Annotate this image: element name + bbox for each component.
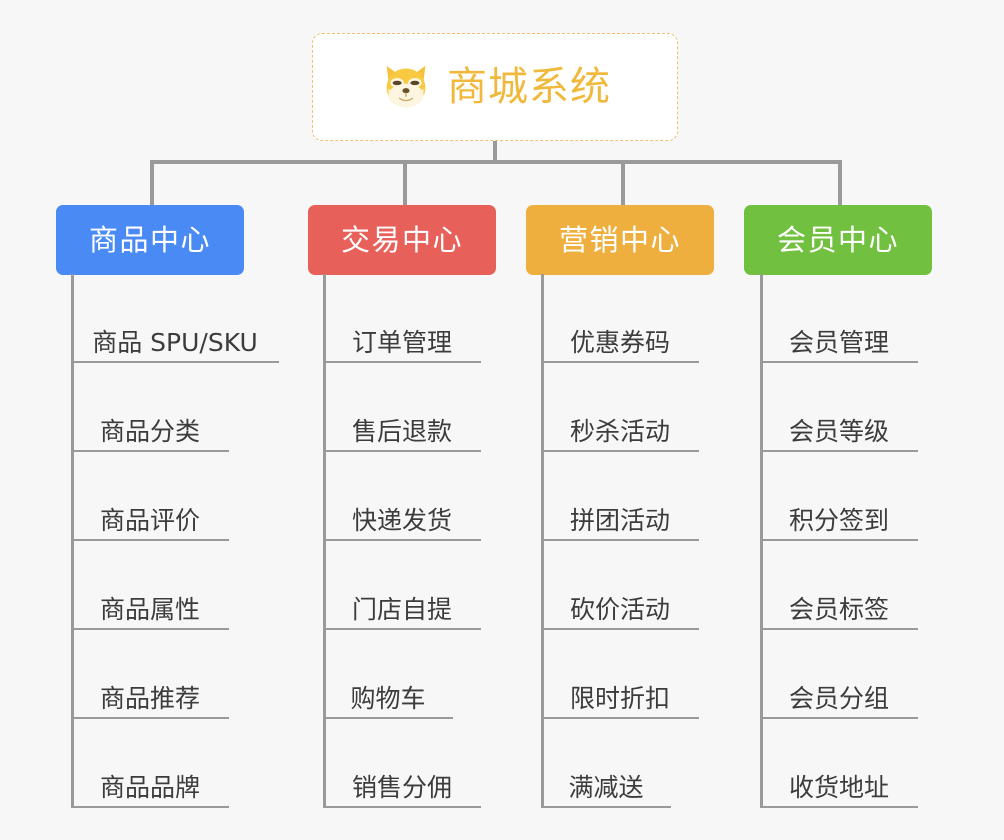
branch-spine	[71, 274, 74, 808]
leaf-item[interactable]: 商品属性	[71, 541, 229, 630]
branch-header-label: 会员中心	[776, 222, 899, 257]
leaf-label: 商品属性	[99, 594, 200, 624]
leaf-item[interactable]: 优惠券码	[541, 274, 699, 363]
branch-spine	[541, 274, 544, 808]
connector-drop-member-center	[838, 160, 842, 205]
leaf-item[interactable]: 收货地址	[760, 719, 918, 808]
leaf-item[interactable]: 积分签到	[760, 452, 918, 541]
connector-drop-trade-center	[403, 160, 407, 205]
leaf-item[interactable]: 商品评价	[71, 452, 229, 541]
leaf-item[interactable]: 售后退款	[323, 363, 481, 452]
leaf-label: 商品 SPU/SKU	[92, 327, 258, 357]
branch-header-label: 交易中心	[340, 222, 463, 257]
leaf-item[interactable]: 满减送	[541, 719, 671, 808]
leaf-item[interactable]: 会员等级	[760, 363, 918, 452]
branch-header-member-center[interactable]: 会员中心	[744, 205, 932, 275]
leaf-label: 满减送	[568, 772, 644, 802]
leaf-item[interactable]: 快递发货	[323, 452, 481, 541]
leaf-label: 商品分类	[99, 416, 200, 446]
branch-header-marketing-center[interactable]: 营销中心	[526, 205, 714, 275]
connector-drop-product-center	[150, 160, 154, 205]
leaf-label: 订单管理	[351, 327, 452, 357]
leaf-label: 快递发货	[351, 505, 452, 535]
leaf-item[interactable]: 门店自提	[323, 541, 481, 630]
leaf-item[interactable]: 商品推荐	[71, 630, 229, 719]
leaf-label: 收货地址	[788, 772, 889, 802]
branch-header-label: 营销中心	[558, 222, 681, 257]
leaf-label: 拼团活动	[569, 505, 670, 535]
leaf-label: 秒杀活动	[569, 416, 670, 446]
connector-root-stem	[493, 141, 497, 163]
leaf-item[interactable]: 秒杀活动	[541, 363, 699, 452]
leaf-label: 优惠券码	[569, 327, 670, 357]
root-node[interactable]: 商城系统	[312, 33, 678, 141]
leaf-label: 购物车	[350, 683, 426, 713]
leaf-label: 商品品牌	[99, 772, 200, 802]
leaf-label: 会员标签	[788, 594, 889, 624]
leaf-item[interactable]: 销售分佣	[323, 719, 481, 808]
branch-spine	[323, 274, 326, 808]
leaf-label: 售后退款	[351, 416, 452, 446]
leaf-item[interactable]: 限时折扣	[541, 630, 699, 719]
leaf-item[interactable]: 商品分类	[71, 363, 229, 452]
leaf-item[interactable]: 拼团活动	[541, 452, 699, 541]
leaf-label: 会员等级	[788, 416, 889, 446]
leaf-label: 积分签到	[788, 505, 889, 535]
branch-spine	[760, 274, 763, 808]
leaf-label: 销售分佣	[351, 772, 452, 802]
leaf-label: 门店自提	[351, 594, 452, 624]
leaf-label: 砍价活动	[569, 594, 670, 624]
leaf-item[interactable]: 会员管理	[760, 274, 918, 363]
branch-header-trade-center[interactable]: 交易中心	[308, 205, 496, 275]
leaf-label: 会员管理	[788, 327, 889, 357]
root-title: 商城系统	[447, 64, 611, 110]
leaf-item[interactable]: 会员分组	[760, 630, 918, 719]
leaf-item[interactable]: 商品 SPU/SKU	[71, 274, 279, 363]
leaf-label: 商品推荐	[99, 683, 200, 713]
leaf-item[interactable]: 订单管理	[323, 274, 481, 363]
leaf-item[interactable]: 砍价活动	[541, 541, 699, 630]
leaf-label: 限时折扣	[569, 683, 670, 713]
shiba-dog-icon	[386, 65, 426, 109]
leaf-label: 会员分组	[788, 683, 889, 713]
leaf-label: 商品评价	[99, 505, 200, 535]
leaf-item[interactable]: 购物车	[323, 630, 453, 719]
branch-header-product-center[interactable]: 商品中心	[56, 205, 244, 275]
leaf-item[interactable]: 会员标签	[760, 541, 918, 630]
connector-horizontal-bus	[150, 160, 840, 164]
leaf-item[interactable]: 商品品牌	[71, 719, 229, 808]
connector-drop-marketing-center	[621, 160, 625, 205]
branch-header-label: 商品中心	[88, 222, 211, 257]
